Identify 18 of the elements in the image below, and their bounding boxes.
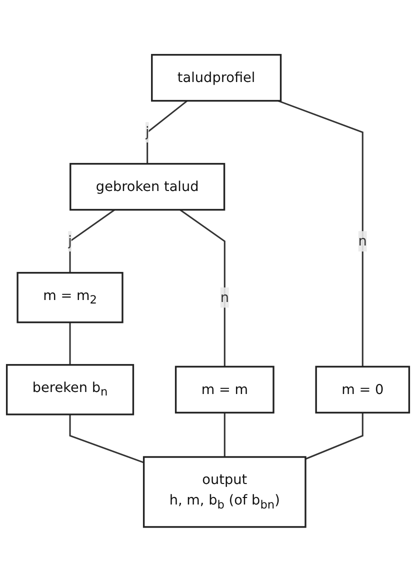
node-box: bereken b$_{n}$ bbox=[6, 364, 134, 415]
edge-label: j bbox=[145, 123, 150, 140]
node-box: m = m$_{2}$ bbox=[16, 272, 124, 323]
connector bbox=[224, 412, 226, 457]
node-box: m = 0 bbox=[315, 365, 410, 414]
connector bbox=[305, 412, 364, 460]
node-box: taludprofiel bbox=[151, 54, 282, 102]
connector bbox=[180, 208, 226, 366]
connector bbox=[278, 100, 364, 366]
edge-label: n bbox=[358, 232, 367, 249]
edge-label: n bbox=[220, 288, 229, 305]
connector bbox=[69, 208, 116, 272]
edge-label: j bbox=[68, 232, 72, 249]
node-box: output h, m, b$_{b}$ (of b$_{bn}$) bbox=[142, 456, 306, 528]
connector bbox=[69, 322, 71, 364]
node-box: m = m bbox=[174, 365, 274, 414]
node-box: gebroken talud bbox=[70, 162, 226, 210]
connector bbox=[69, 414, 144, 463]
